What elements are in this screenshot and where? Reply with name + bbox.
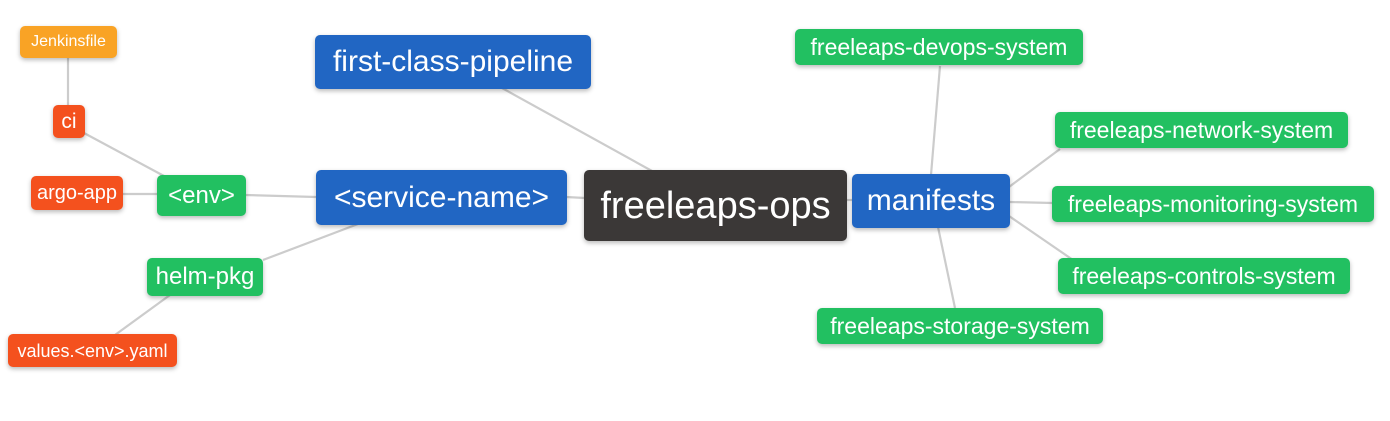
edge-values-helm-pkg [114, 294, 171, 336]
node-freeleaps-controls-system[interactable]: freeleaps-controls-system [1058, 258, 1350, 294]
node-freeleaps-storage-system[interactable]: freeleaps-storage-system [817, 308, 1103, 344]
node-label: freeleaps-devops-system [810, 33, 1068, 60]
node-label: helm-pkg [155, 263, 255, 290]
node-label: freeleaps-controls-system [1072, 262, 1336, 289]
node-freeleaps-ops[interactable]: freeleaps-ops [584, 170, 847, 241]
edge-manifests-devops [929, 65, 942, 176]
node-label: manifests [866, 184, 996, 217]
node-label: first-class-pipeline [332, 45, 574, 78]
edge-pipeline-freeleaps-ops [501, 87, 653, 172]
node-values-env-yaml[interactable]: values.<env>.yaml [8, 334, 177, 367]
node-helm-pkg[interactable]: helm-pkg [147, 258, 263, 296]
edge-manifests-monitoring [1008, 200, 1054, 205]
edge-ci-env [83, 132, 165, 177]
node-first-class-pipeline[interactable]: first-class-pipeline [315, 35, 591, 89]
node-freeleaps-monitoring-system[interactable]: freeleaps-monitoring-system [1052, 186, 1374, 222]
edge-service-name-ops [565, 195, 586, 200]
node-service-name[interactable]: <service-name> [316, 170, 567, 225]
node-manifests[interactable]: manifests [852, 174, 1010, 228]
node-label: freeleaps-monitoring-system [1067, 190, 1359, 217]
node-argo-app[interactable]: argo-app [31, 176, 123, 210]
node-label: argo-app [36, 182, 118, 204]
node-label: values.<env>.yaml [17, 340, 168, 361]
edge-service-name-helm-pkg [262, 222, 359, 262]
node-freeleaps-devops-system[interactable]: freeleaps-devops-system [795, 29, 1083, 65]
edge-manifests-storage [936, 226, 957, 309]
node-label: <service-name> [333, 180, 550, 214]
node-label: freeleaps-ops [600, 184, 831, 227]
node-label: ci [61, 110, 77, 133]
edge-manifests-network [1008, 148, 1061, 188]
node-label: freeleaps-storage-system [830, 312, 1090, 339]
node-env[interactable]: <env> [157, 175, 246, 216]
node-label: <env> [168, 181, 235, 209]
node-jenkinsfile[interactable]: Jenkinsfile [20, 26, 117, 58]
node-label: freeleaps-network-system [1069, 116, 1334, 143]
edge-manifests-controls [1008, 215, 1074, 261]
edge-env-service-name [244, 193, 317, 199]
node-label: Jenkinsfile [31, 33, 106, 50]
node-ci[interactable]: ci [53, 105, 85, 138]
node-freeleaps-network-system[interactable]: freeleaps-network-system [1055, 112, 1348, 148]
